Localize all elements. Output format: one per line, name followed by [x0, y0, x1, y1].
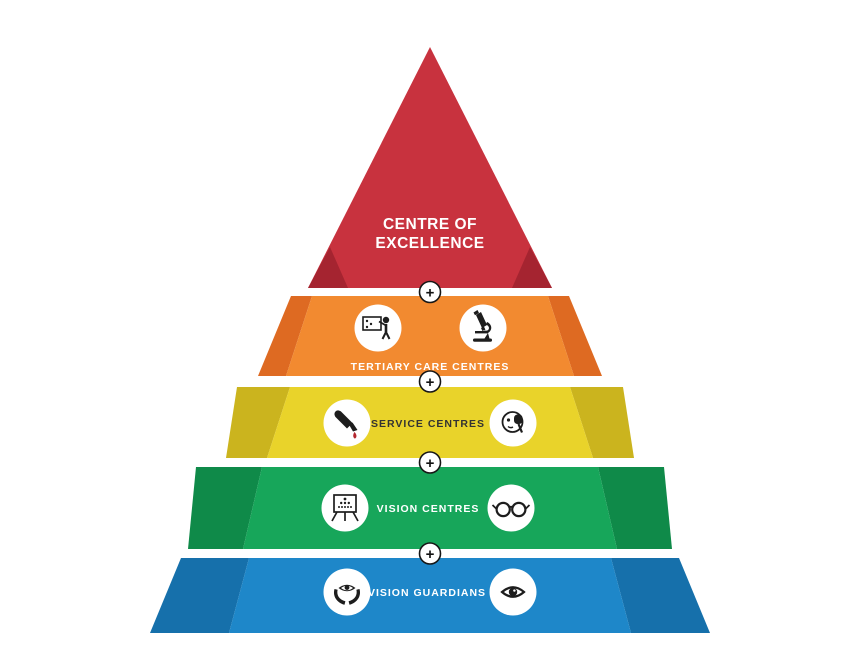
icon-circle: [487, 484, 535, 532]
level-vision-guardians: VISION GUARDIANS: [150, 558, 710, 633]
eye-icon: [500, 586, 526, 598]
plus-connector-4: +: [418, 542, 442, 565]
level-title-line2: EXCELLENCE: [375, 235, 484, 252]
level-vision-centres: VISION CENTRES: [188, 467, 672, 549]
plus-circle: [418, 451, 442, 474]
level-centre-of-excellence-left-facet: [308, 247, 348, 288]
plus-circle: [418, 542, 442, 565]
plus-connector-3: +: [418, 451, 442, 474]
caring-hands-icon: [333, 584, 361, 605]
microscope-icon: [473, 310, 492, 342]
level-label-service-centres: SERVICE CENTRES: [371, 418, 485, 430]
level-vision-guardians-left-facet: [150, 558, 249, 633]
level-centre-of-excellence-right-facet: [512, 247, 552, 288]
plus-connector-1: +: [418, 280, 442, 304]
level-service-left-facet: [226, 387, 290, 458]
icon-circle: [323, 568, 371, 616]
glasses-icon: [491, 501, 531, 518]
eye-chart-icon: [331, 494, 359, 522]
level-tertiary-care-centres: TERTIARY CARE CENTRES: [258, 296, 602, 376]
level-label-vision-guardians: VISION GUARDIANS: [368, 587, 486, 599]
level-service-right-facet: [570, 387, 634, 458]
level-label-vision-centres: VISION CENTRES: [377, 503, 480, 515]
plus-circle: [418, 280, 442, 304]
level-centre-of-excellence-face: [308, 47, 552, 288]
level-tertiary-right-facet: [548, 296, 602, 376]
level-label-tertiary-care-centres: TERTIARY CARE CENTRES: [351, 361, 510, 373]
eye-exam-icon: [501, 411, 524, 433]
plus-connector-2: +: [418, 370, 442, 393]
training-icon: [362, 316, 391, 340]
level-title-line1: CENTRE OF: [383, 216, 477, 233]
level-service-centres: SERVICE CENTRES: [226, 387, 634, 458]
level-vision-centres-left-facet: [188, 467, 262, 549]
plus-symbol: +: [426, 546, 435, 563]
plus-symbol: +: [426, 285, 435, 302]
plus-symbol: +: [426, 455, 435, 472]
sample-drop-icon: [334, 410, 358, 439]
plus-circle: [418, 370, 442, 393]
level-vision-centres-right-facet: [598, 467, 672, 549]
level-centre-of-excellence: CENTRE OF EXCELLENCE: [308, 47, 552, 288]
icon-circle: [354, 304, 402, 352]
plus-symbol: +: [426, 374, 435, 391]
level-vision-guardians-right-facet: [611, 558, 710, 633]
level-tertiary-left-facet: [258, 296, 312, 376]
